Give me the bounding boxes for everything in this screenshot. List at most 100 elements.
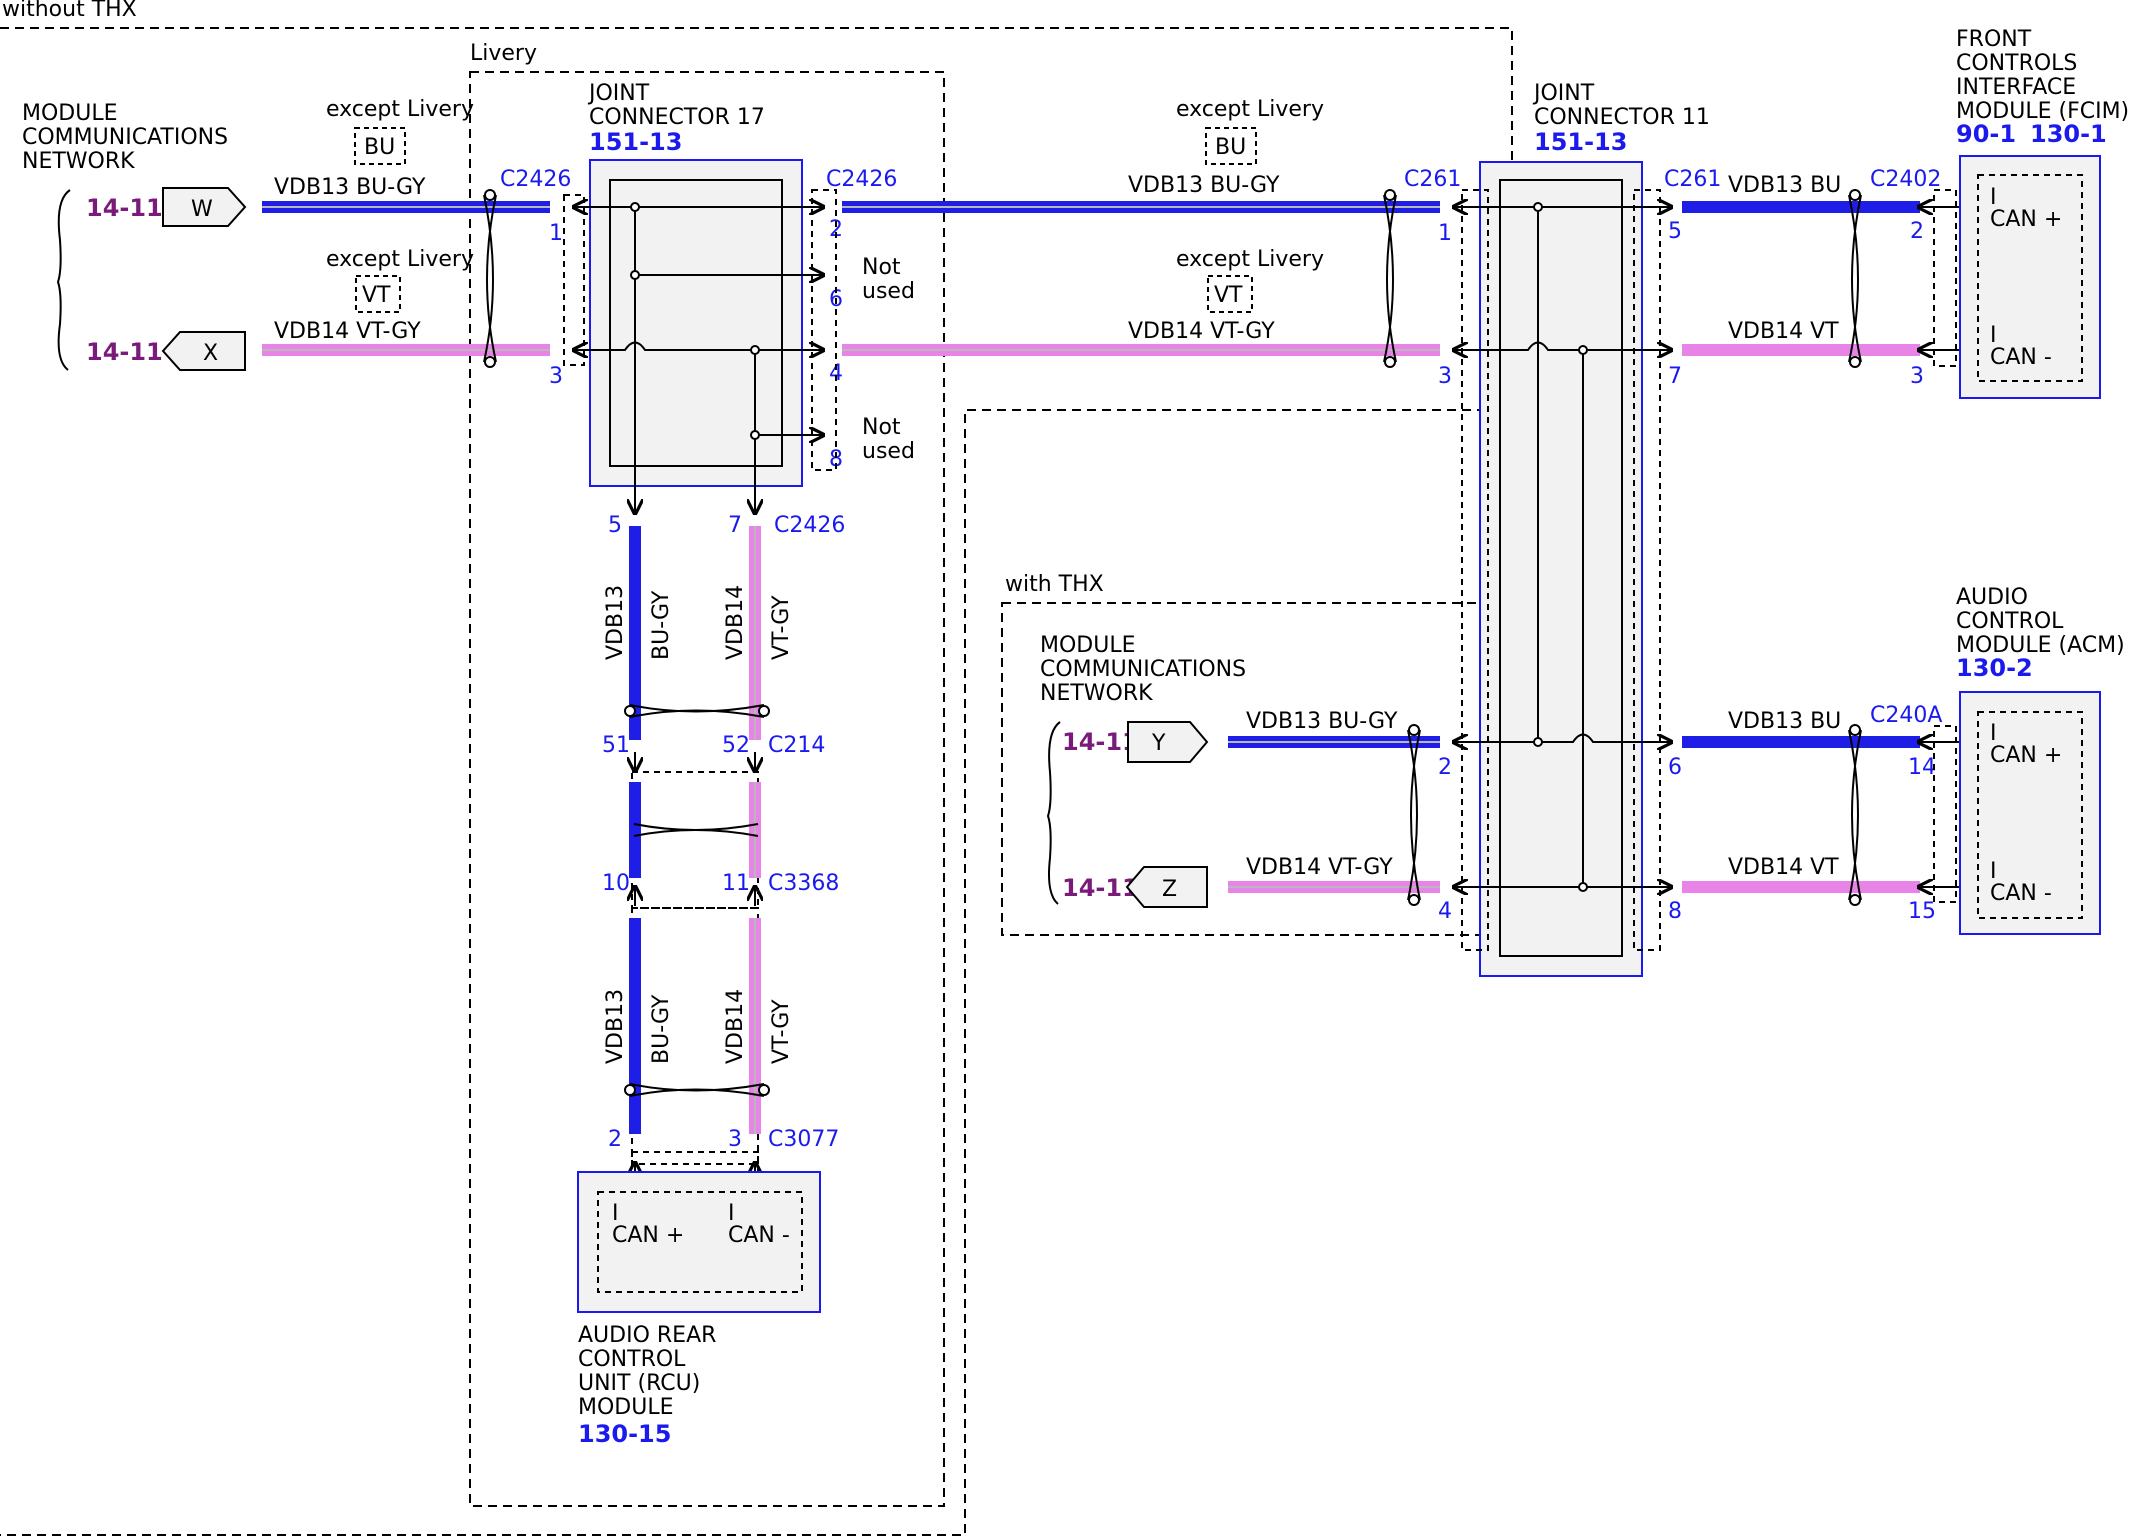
network-left-ref-1: 14-11: [86, 194, 163, 222]
tag-y: Y: [1151, 731, 1166, 756]
c2426-label-right: C2426: [826, 167, 897, 192]
network-right-ref-2: 14-11: [1062, 874, 1139, 902]
without-thx-label: without THX: [2, 0, 137, 22]
pin-r2: 2: [829, 217, 843, 242]
twist-vert-1: [624, 704, 770, 718]
fcim-title: FRONT CONTROLS INTERFACE MODULE (FCIM): [1956, 27, 2129, 124]
tag-vt-box-1: [355, 275, 401, 313]
except-livery-4: except Livery: [1176, 247, 1324, 272]
tag-y-shape: [1127, 721, 1209, 763]
wire-label-vdb13-fcim: VDB13 BU: [1728, 173, 1841, 198]
c261-dashed-right: [1633, 189, 1661, 951]
fcim-ref-2: 130-1: [2030, 120, 2107, 148]
with-thx-label: with THX: [1005, 572, 1104, 597]
pin-acm-14: 14: [1908, 755, 1936, 780]
fcim-pin-can-minus: I CAN -: [1990, 323, 2052, 370]
c261-label-right: C261: [1664, 167, 1721, 192]
pin-b5: 5: [608, 513, 622, 538]
network-left-title: MODULE COMMUNICATIONS NETWORK: [22, 101, 235, 174]
wire-vdb14-left: [262, 344, 550, 356]
c2402-dashed: [1933, 189, 1957, 367]
pin-c214-51: 51: [602, 733, 630, 758]
vert-label-bugy-1: BU-GY: [649, 590, 674, 660]
fcim-box: [1959, 155, 2101, 399]
c3368-label: C3368: [768, 871, 839, 896]
except-livery-1: except Livery: [326, 97, 474, 122]
c261-dashed-left: [1461, 189, 1489, 951]
region-without-thx: [0, 27, 1513, 1536]
wire-label-vdb14-mid: VDB14 VT-GY: [1128, 319, 1275, 344]
wire-vdb14-thx: [1228, 881, 1440, 893]
wire-vdb13-vert-2: [629, 782, 641, 878]
pin-fcim-2: 2: [1910, 219, 1924, 244]
acm-box: [1959, 691, 2101, 935]
pin-c261-r7: 7: [1668, 364, 1682, 389]
pin-c3368-11: 11: [722, 871, 750, 896]
wire-vdb13-acm: [1682, 736, 1920, 748]
c2426-label-left: C2426: [500, 167, 571, 192]
wire-vdb13-vert-1: [629, 526, 641, 740]
rcu-box: [577, 1171, 821, 1313]
pin-c261-l4: 4: [1438, 899, 1452, 924]
vert-label-vtgy-1: VT-GY: [769, 595, 794, 660]
wire-vdb13-fcim: [1682, 201, 1920, 213]
acm-pin-can-plus: I CAN +: [1990, 721, 2062, 768]
wire-vdb13-thx: [1228, 736, 1440, 748]
tag-bu-box-1: [354, 127, 406, 165]
wire-vdb14-acm: [1682, 881, 1920, 893]
c2426-dashed-left: [563, 194, 585, 366]
vert-label-vtgy-2: VT-GY: [769, 999, 794, 1064]
pin-c3077-3: 3: [728, 1127, 742, 1152]
twist-acm: [1848, 724, 1862, 906]
wire-label-vdb14-thx: VDB14 VT-GY: [1246, 855, 1393, 880]
rcu-pin-can-minus: I CAN -: [728, 1201, 790, 1248]
twist-vert-3: [624, 1083, 770, 1097]
jc17-inner: [609, 179, 783, 467]
pin-c214-52: 52: [722, 733, 750, 758]
wire-vdb13-left: [262, 201, 550, 213]
c3077-label: C3077: [768, 1127, 839, 1152]
pin-fcim-3: 3: [1910, 364, 1924, 389]
wire-label-vdb14-fcim: VDB14 VT: [1728, 319, 1839, 344]
pin-r8: 8: [829, 447, 843, 472]
pin-c3077-2: 2: [608, 1127, 622, 1152]
jc11-bus: [1455, 203, 1670, 891]
wire-label-vdb13-acm: VDB13 BU: [1728, 709, 1841, 734]
pin-b7: 7: [728, 513, 742, 538]
acm-inner: [1977, 711, 2083, 919]
fcim-pin-can-plus: I CAN +: [1990, 185, 2062, 232]
jc17-ref: 151-13: [589, 128, 682, 156]
tag-vt-box-2: [1207, 275, 1253, 313]
pin-c261-l3: 3: [1438, 364, 1452, 389]
fcim-ref-1: 90-1: [1956, 120, 2016, 148]
tag-vt-2: VT: [1214, 283, 1243, 308]
network-right-title: MODULE COMMUNICATIONS NETWORK: [1040, 633, 1253, 706]
jc17-title: JOINT CONNECTOR 17: [587, 81, 765, 130]
pin-r4: 4: [829, 361, 843, 386]
acm-ref: 130-2: [1956, 654, 2033, 682]
pin-l3: 3: [549, 364, 563, 389]
pin-acm-15: 15: [1908, 899, 1936, 924]
pin-c261-r6: 6: [1668, 755, 1682, 780]
except-livery-2: except Livery: [326, 247, 474, 272]
jc11-inner: [1499, 179, 1623, 957]
rcu-ref: 130-15: [578, 1420, 671, 1448]
pin-c3368-10: 10: [602, 871, 630, 896]
c214-label: C214: [768, 733, 825, 758]
wire-label-vdb13-left: VDB13 BU-GY: [274, 175, 426, 200]
wire-label-vdb14-acm: VDB14 VT: [1728, 855, 1839, 880]
vert-label-vdb14-2: VDB14: [723, 989, 748, 1064]
tag-w-shape: [162, 187, 247, 227]
network-right-ref-1: 14-11: [1062, 728, 1139, 756]
jc11-ref: 151-13: [1534, 128, 1627, 156]
pin-c261-l2: 2: [1438, 755, 1452, 780]
jc17-bus: [575, 203, 822, 505]
tag-z-shape: [1125, 866, 1208, 908]
tag-w: W: [191, 197, 213, 222]
wire-label-vdb14-left: VDB14 VT-GY: [274, 319, 421, 344]
c261-label-left: C261: [1404, 167, 1461, 192]
c240a-label: C240A: [1870, 703, 1942, 728]
tag-x: X: [203, 341, 218, 366]
fcim-inner: [1977, 174, 2083, 382]
